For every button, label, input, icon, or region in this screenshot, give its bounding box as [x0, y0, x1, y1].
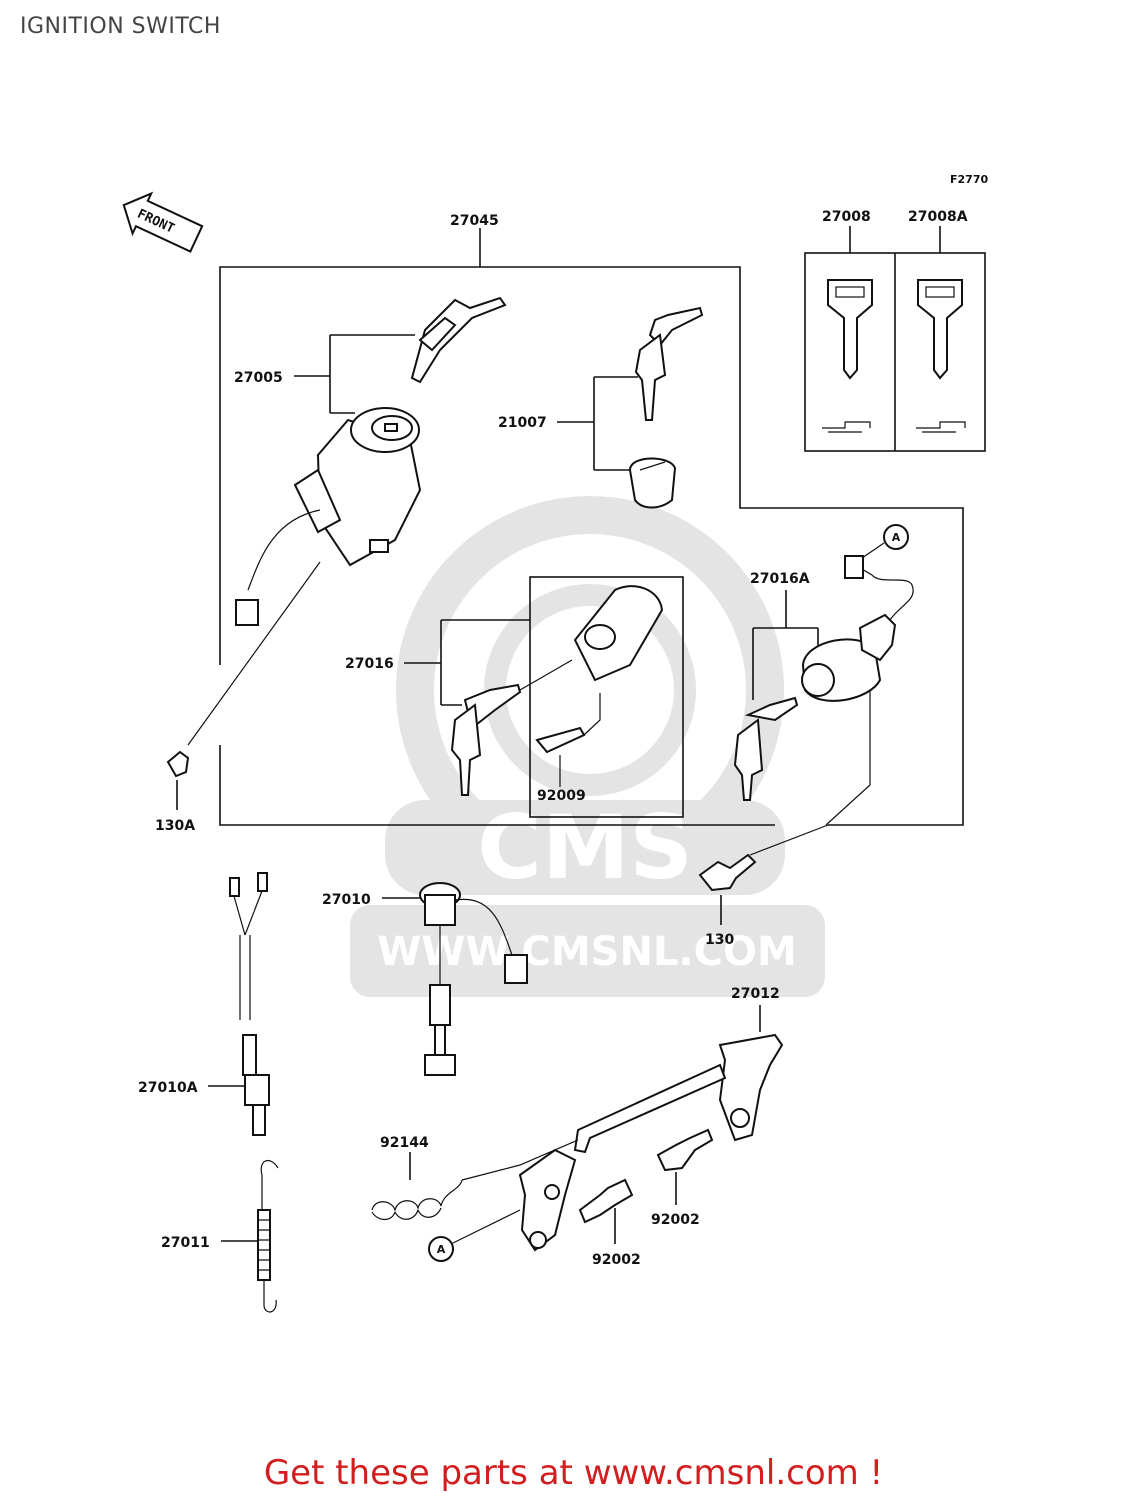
- callout-a-2: [428, 1236, 454, 1262]
- footer-suffix: !: [858, 1453, 884, 1493]
- spring-27011: [257, 1159, 279, 1313]
- box-27016: [529, 576, 684, 818]
- key-set-21007: [628, 306, 704, 509]
- label-130A: 130A: [155, 818, 195, 834]
- label-27008A: 27008A: [908, 209, 968, 225]
- bolt-130-icon: [698, 853, 757, 892]
- switch-27010: [419, 882, 528, 1076]
- lock-set-27016A: [733, 555, 914, 826]
- footer-promo: Get these parts at www.cmsnl.com !: [0, 1453, 1147, 1493]
- watermark-url: WWW.CMSNL.COM: [377, 929, 797, 975]
- spring-92144: [371, 1139, 579, 1221]
- key-27008A-icon: [916, 279, 966, 433]
- label-27012: 27012: [731, 986, 780, 1002]
- callout-a-1-label: A: [892, 531, 901, 544]
- switch-27010A: [229, 872, 270, 1136]
- footer-prefix: Get these parts at: [263, 1453, 584, 1493]
- callout-a-2-label: A: [437, 1243, 446, 1256]
- label-92002-a: 92002: [592, 1252, 641, 1268]
- callout-a-1: [883, 524, 909, 550]
- label-27008: 27008: [822, 209, 871, 225]
- watermark: CMS WWW.CMSNL.COM: [350, 496, 825, 997]
- label-27016A: 27016A: [750, 571, 810, 587]
- bolt-130A-icon: [166, 750, 190, 778]
- label-92144: 92144: [380, 1135, 429, 1151]
- label-27045: 27045: [450, 213, 499, 229]
- watermark-brand: CMS: [477, 796, 693, 899]
- ignition-switch-27005: [235, 296, 507, 626]
- label-92002-b: 92002: [651, 1212, 700, 1228]
- footer-link[interactable]: www.cmsnl.com: [583, 1453, 859, 1493]
- front-arrow: FRONT: [122, 191, 204, 253]
- rod-27012: [518, 1033, 784, 1252]
- page-title: IGNITION SWITCH: [20, 14, 221, 39]
- label-27005: 27005: [234, 370, 283, 386]
- figure-code: F2770: [950, 173, 988, 186]
- label-27010: 27010: [322, 892, 371, 908]
- bolt-92002-a: [578, 1178, 634, 1244]
- lock-set-27016: [450, 585, 664, 796]
- label-130: 130: [705, 932, 734, 948]
- bolt-92002-b: [656, 1128, 714, 1205]
- label-21007: 21007: [498, 415, 547, 431]
- label-27016: 27016: [345, 656, 394, 672]
- key-27008-icon: [822, 279, 873, 433]
- assembly-outline-27045: [219, 266, 964, 826]
- label-92009: 92009: [537, 788, 586, 804]
- label-27011: 27011: [161, 1235, 210, 1251]
- label-27010A: 27010A: [138, 1080, 198, 1096]
